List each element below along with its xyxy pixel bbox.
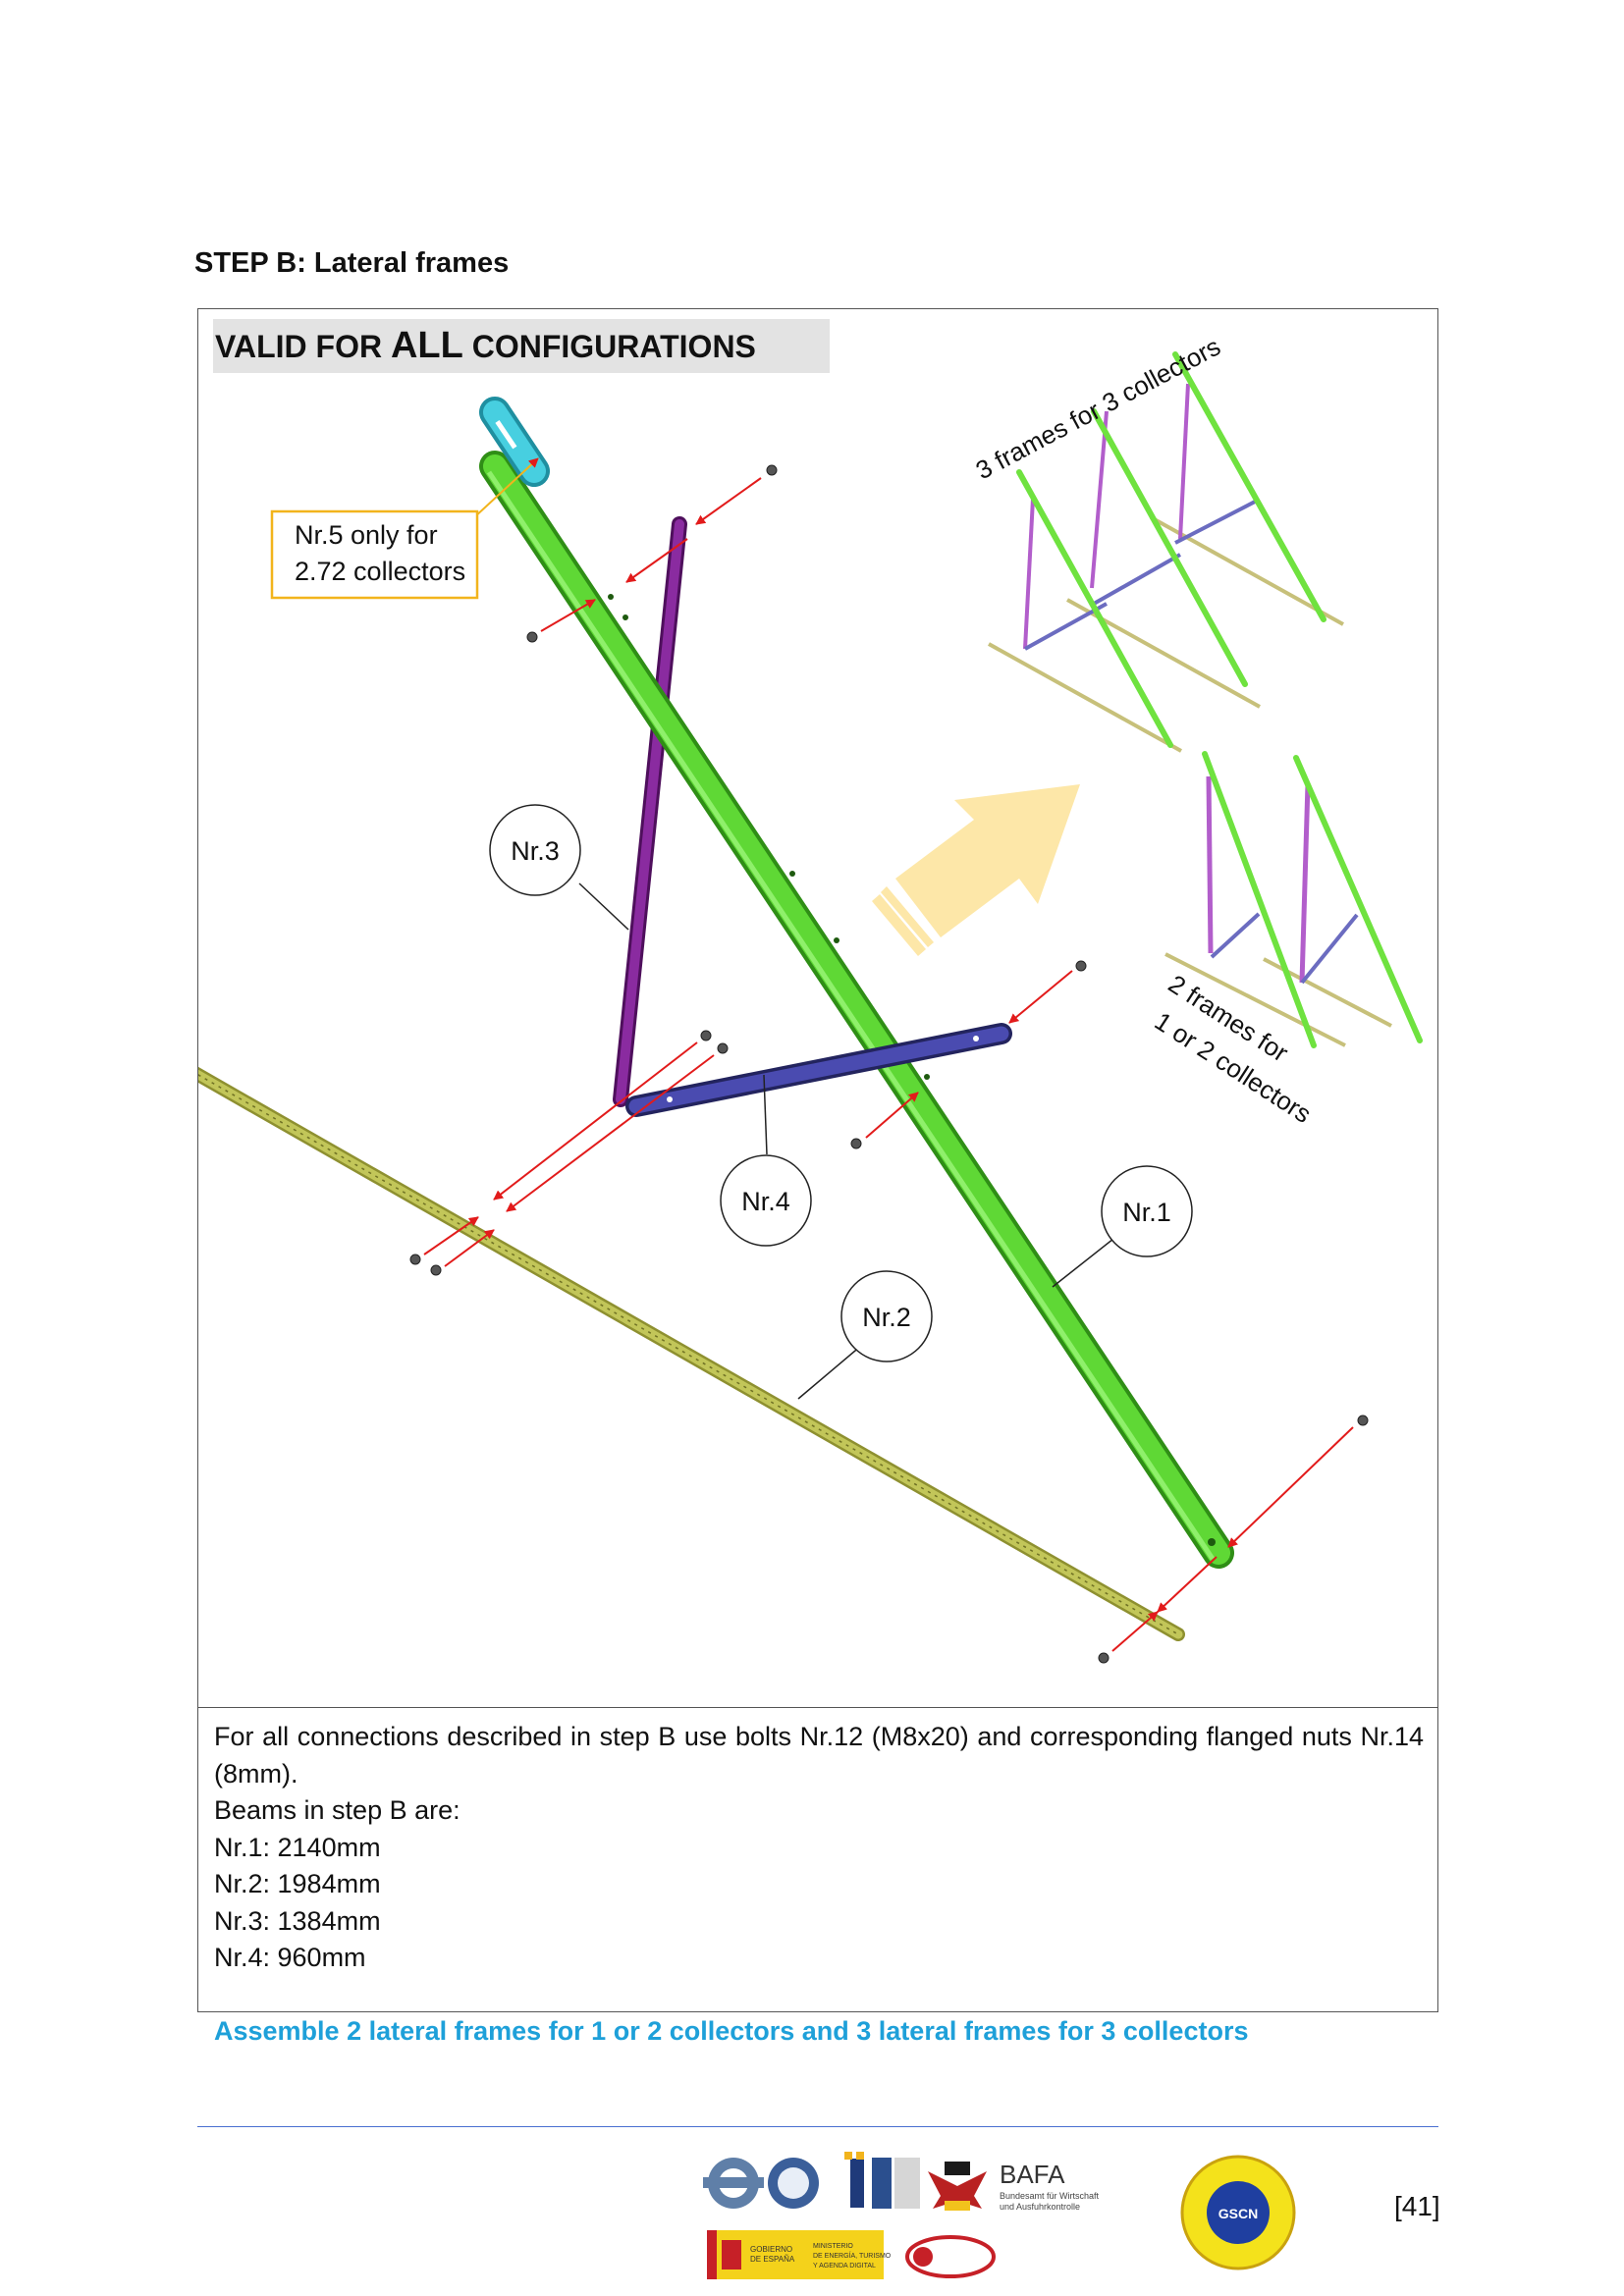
step-title: STEP B: Lateral frames bbox=[194, 247, 510, 279]
notes-accent: Assemble 2 lateral frames for 1 or 2 col… bbox=[214, 2015, 1249, 2046]
ministerio-line3: Y AGENDA DIGITAL bbox=[813, 2263, 876, 2269]
beam-nr4 bbox=[625, 1023, 1012, 1117]
callout-nr1: Nr.1 bbox=[1052, 1165, 1193, 1288]
beam-length-nr4: Nr.4: 960mm bbox=[214, 1943, 366, 1972]
bafa-name: BAFA bbox=[1000, 2160, 1065, 2189]
certification-logo-4 bbox=[872, 2158, 920, 2209]
notes-line2: Beams in step B are: bbox=[214, 1795, 460, 1825]
thumbnail-2-frames: 2 frames for 1 or 2 collectors bbox=[1150, 751, 1423, 1129]
callout-nr4: Nr.4 bbox=[720, 1074, 812, 1247]
page-number: [41] bbox=[1394, 2191, 1440, 2221]
callout-nr3: Nr.3 bbox=[489, 804, 629, 931]
beam-nr2 bbox=[198, 1066, 1185, 1641]
beam-length-nr2: Nr.2: 1984mm bbox=[214, 1869, 381, 1898]
callout-nr2: Nr.2 bbox=[797, 1270, 933, 1400]
gobierno-line1: GOBIERNO bbox=[750, 2245, 792, 2254]
nr5-callout-line1: Nr.5 only for bbox=[295, 520, 438, 550]
thumbnail-3-frames: 3 frames for 3 collectors bbox=[971, 332, 1344, 753]
figure-frame: VALID FOR ALL CONFIGURATIONS bbox=[197, 308, 1438, 2046]
assembly-diagram: Nr.5 only for 2.72 collectors Nr.3 Nr.4 … bbox=[198, 332, 1423, 1664]
banner-text-part1: VALID FOR bbox=[215, 329, 391, 364]
certification-logo-2 bbox=[768, 2158, 819, 2209]
notes-line1: For all connections described in step B … bbox=[214, 1722, 1424, 1789]
direction-arrow bbox=[872, 784, 1080, 956]
assembly-arrows bbox=[423, 477, 1354, 1652]
beam-nr1 bbox=[479, 451, 1234, 1569]
callout-nr2-label: Nr.2 bbox=[862, 1303, 911, 1332]
beam-nr3 bbox=[613, 516, 687, 1107]
callout-nr1-label: Nr.1 bbox=[1122, 1198, 1171, 1227]
banner-text-part3: CONFIGURATIONS bbox=[462, 329, 756, 364]
bafa-sub-line2: und Ausfuhrkontrolle bbox=[1000, 2202, 1080, 2212]
callout-nr4-label: Nr.4 bbox=[741, 1187, 790, 1216]
spanish-government-logo: GOBIERNO DE ESPAÑA MINISTERIO DE ENERGÍA… bbox=[707, 2230, 892, 2279]
ministerio-line1: MINISTERIO bbox=[813, 2243, 853, 2250]
nr5-leader bbox=[472, 457, 539, 519]
beam-length-nr3: Nr.3: 1384mm bbox=[214, 1905, 381, 1936]
nr5-callout: Nr.5 only for 2.72 collectors bbox=[270, 509, 479, 600]
gobierno-line2: DE ESPAÑA bbox=[750, 2255, 795, 2264]
banner-text-all: ALL bbox=[390, 325, 463, 366]
certification-logo-3 bbox=[844, 2152, 864, 2208]
footer-rule bbox=[197, 2126, 1438, 2127]
bolts bbox=[409, 464, 1369, 1664]
callout-nr3-label: Nr.3 bbox=[511, 836, 560, 866]
beam-length-nr1: Nr.1: 2140mm bbox=[214, 1832, 381, 1862]
gscn-label: GSCN bbox=[1218, 2206, 1258, 2221]
certification-logo-1 bbox=[703, 2158, 764, 2209]
gscn-seal-logo: GSCN bbox=[1180, 2155, 1296, 2270]
ministerio-line2: DE ENERGÍA, TURISMO bbox=[813, 2251, 892, 2260]
bafa-eagle-logo bbox=[928, 2162, 987, 2211]
nr5-callout-line2: 2.72 collectors bbox=[295, 557, 465, 586]
frame-divider bbox=[198, 1707, 1437, 1708]
bafa-sub-line1: Bundesamt für Wirtschaft bbox=[1000, 2191, 1100, 2201]
footer-logos: BAFA Bundesamt für Wirtschaft und Ausfuh… bbox=[703, 2152, 1296, 2279]
part-nr5 bbox=[479, 397, 550, 487]
valid-banner: VALID FOR ALL CONFIGURATIONS bbox=[213, 319, 830, 373]
red-oval-logo bbox=[905, 2235, 996, 2278]
notes-section: For all connections described in step B … bbox=[214, 1719, 1424, 2050]
